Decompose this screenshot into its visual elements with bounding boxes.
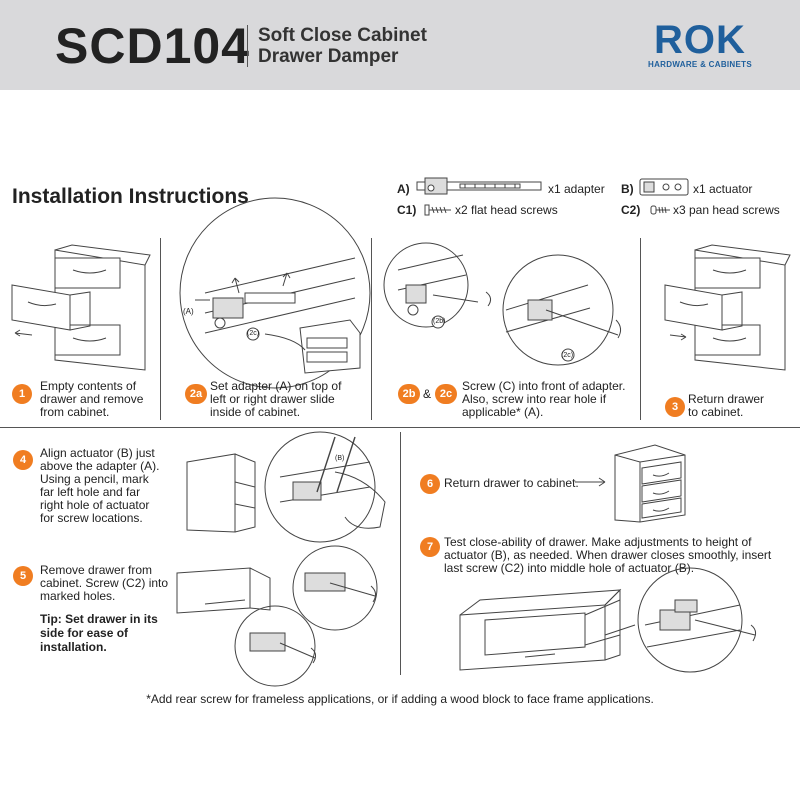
- step3-badge: 3: [665, 397, 685, 417]
- part-b-desc: x1 actuator: [693, 182, 753, 196]
- divider-v2: [371, 238, 372, 420]
- adapter-part-illustration: [416, 177, 542, 195]
- step2b-callout-2c: (2c): [561, 352, 574, 359]
- rok-logo: ROK HARDWARE & CABINETS: [645, 20, 755, 69]
- step3-drawer-illustration: [664, 244, 791, 371]
- step2b-callout-2b: (2b): [433, 318, 446, 325]
- part-c2-desc: x3 pan head screws: [673, 203, 780, 217]
- step5-badge: 5: [13, 566, 33, 586]
- step2-ampersand: &: [423, 387, 432, 401]
- step4-actuator-illustration: [186, 431, 386, 543]
- part-c2-label: C2): [621, 203, 641, 217]
- step7-text: Test close-ability of drawer. Make adjus…: [444, 535, 772, 575]
- divider-v4: [400, 432, 401, 675]
- step1-drawer-illustration: [11, 244, 151, 371]
- step2b-screw-illustration: [383, 242, 622, 366]
- divider-v1: [160, 238, 161, 420]
- model-number: SCD104: [55, 18, 250, 74]
- step2a-adapter-illustration: [179, 197, 371, 389]
- product-name-line1: Soft Close Cabinet: [258, 25, 427, 46]
- step2a-badge: 2a: [185, 384, 207, 404]
- actuator-part-illustration: [639, 178, 689, 196]
- divider-v3: [640, 238, 641, 420]
- logo-word: ROK: [654, 18, 746, 62]
- step2a-callout-a: (A): [183, 307, 194, 316]
- step2a-callout-2c: (2c): [247, 330, 260, 337]
- step2b-text: Screw (C) into front of adapter.Also, sc…: [462, 379, 626, 419]
- header-band: SCD104 Soft Close Cabinet Drawer Damper …: [0, 0, 800, 90]
- step7-drawer-illustration: [459, 567, 757, 673]
- header-divider: [247, 25, 248, 67]
- step6-text: Return drawer to cabinet.: [444, 476, 579, 490]
- divider-h1: [0, 427, 800, 428]
- product-name: Soft Close Cabinet Drawer Damper: [258, 25, 427, 67]
- step5-drawer-illustration: [176, 545, 378, 687]
- step1-badge: 1: [12, 384, 32, 404]
- part-c1-label: C1): [397, 203, 417, 217]
- pan-screw-illustration: [650, 205, 670, 215]
- product-name-line2: Drawer Damper: [258, 46, 399, 67]
- step6-badge: 6: [420, 474, 440, 494]
- step4-badge: 4: [13, 450, 33, 470]
- part-c1-desc: x2 flat head screws: [455, 203, 558, 217]
- part-a-label: A): [397, 182, 410, 196]
- footnote: *Add rear screw for frameless applicatio…: [146, 692, 654, 706]
- step2b-badge: 2b: [398, 384, 420, 404]
- logo-subtitle: HARDWARE & CABINETS: [648, 60, 752, 69]
- step4-callout-b: (B): [335, 455, 345, 462]
- step2c-badge: 2c: [435, 384, 457, 404]
- step7-badge: 7: [420, 537, 440, 557]
- part-b-label: B): [621, 182, 634, 196]
- part-a-desc: x1 adapter: [548, 182, 605, 196]
- installation-title: Installation Instructions: [12, 185, 249, 208]
- step6-cabinet-illustration: [575, 444, 686, 523]
- flat-screw-illustration: [424, 204, 451, 216]
